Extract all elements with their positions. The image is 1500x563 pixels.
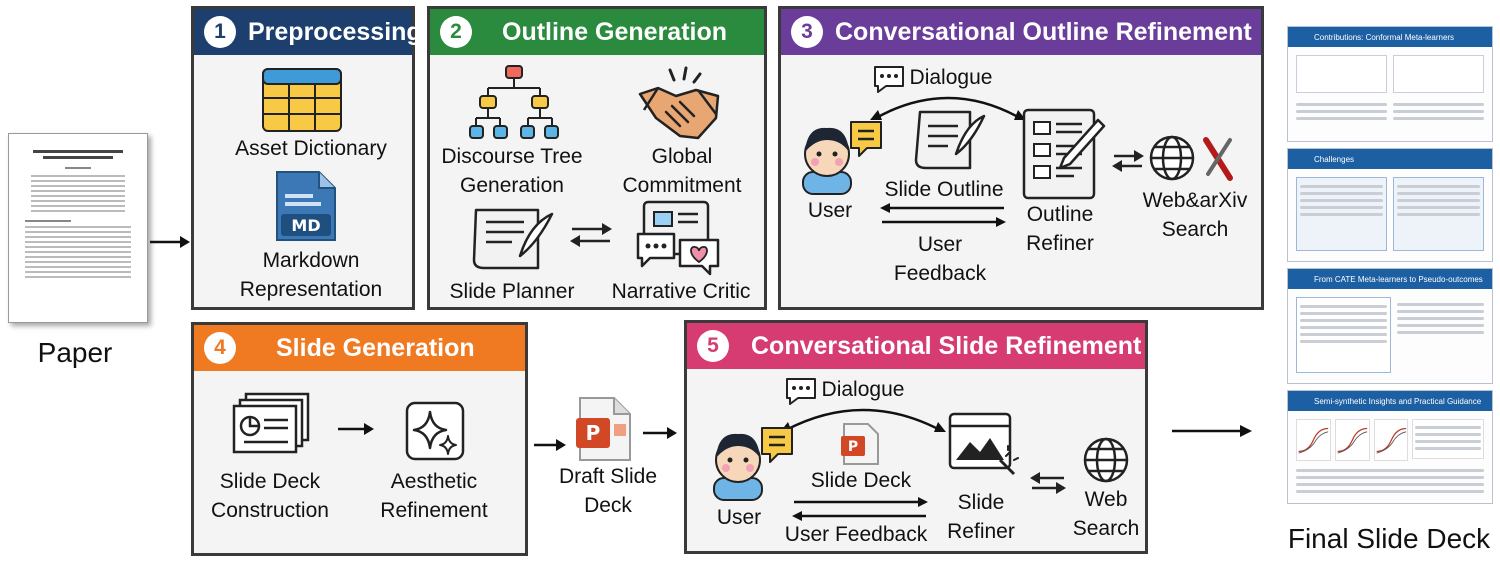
- feedback-arrows: [880, 203, 1006, 227]
- paper-thumbnail: [8, 133, 148, 323]
- slide-deck-label: Slide Deck: [810, 469, 912, 492]
- markdown-file-icon: MD: [276, 171, 336, 241]
- web-arxiv-search-label-line1: Web&arXiv: [1142, 189, 1248, 212]
- slide-title: From CATE Meta-learners to Pseudo-outcom…: [1314, 274, 1483, 284]
- slide-deck-file-icon: P: [841, 423, 879, 465]
- user-label-2: User: [716, 506, 762, 529]
- aesthetic-refinement-label-line1: Aesthetic: [390, 470, 478, 493]
- slide-title: Challenges: [1314, 154, 1355, 164]
- panel-header: 5 Conversational Slide Refinement: [687, 323, 1145, 369]
- step-number: 1: [204, 16, 236, 48]
- global-commitment-label-line1: Global: [651, 145, 713, 168]
- dialogue-bubble-icon-2: [786, 378, 816, 405]
- search-swap-arrows-2: [1030, 472, 1066, 494]
- dialogue-label: Dialogue: [909, 66, 993, 89]
- svg-text:P: P: [848, 439, 858, 455]
- outline-refiner-icon: [1022, 108, 1106, 200]
- paper-label: Paper: [37, 337, 113, 368]
- panel-header: 1 Preprocessing: [194, 9, 422, 55]
- panel-preprocessing: 1 Preprocessing: [191, 6, 422, 310]
- arrow-paper: [150, 236, 190, 248]
- arrow-construction-to-aesthetic: [338, 423, 374, 435]
- user-avatar-icon-2: [713, 427, 793, 501]
- slide-refiner-icon: [948, 412, 1019, 476]
- slide-refiner-label-line2: Refiner: [947, 520, 1015, 543]
- powerpoint-file-icon: P: [576, 397, 631, 461]
- globe-icon: [1149, 135, 1195, 181]
- user-feedback-label-line1: User: [917, 233, 963, 256]
- panel-title: Outline Generation: [502, 17, 728, 46]
- panel-header: 2 Outline Generation: [430, 9, 764, 55]
- discourse-tree-label-line1: Discourse Tree: [441, 145, 583, 168]
- slide-refiner-label-line1: Slide: [957, 491, 1005, 514]
- slide-planner-label: Slide Planner: [449, 280, 575, 303]
- markdown-label-line2: Representation: [239, 278, 383, 301]
- panel-slide-generation: 4 Slide Generation: [191, 322, 528, 556]
- dialogue-bubble-icon: [874, 66, 904, 93]
- web-search-label-line2: Search: [1072, 517, 1140, 540]
- user-feedback-label-line2: Feedback: [893, 262, 987, 285]
- slide-deck-construction-label-line1: Slide Deck: [219, 470, 321, 493]
- panel-conversational-slide-refinement: 5 Conversational Slide Refinement: [684, 320, 1148, 554]
- user-label: User: [807, 199, 853, 222]
- slide-stack-icon: [232, 392, 310, 454]
- critic-chat-icon: [636, 200, 720, 276]
- panel-title: Slide Generation: [276, 333, 475, 362]
- step-number: 2: [440, 16, 472, 48]
- web-search-label-line1: Web: [1084, 488, 1128, 511]
- step-number: 5: [697, 330, 729, 362]
- slide-outline-label: Slide Outline: [884, 178, 1004, 201]
- panel-title: Conversational Outline Refinement: [835, 17, 1252, 46]
- aesthetic-refinement-label-line2: Refinement: [380, 499, 488, 522]
- dialogue-arc-arrow: [870, 96, 1026, 120]
- panel-header: 3 Conversational Outline Refinement: [781, 9, 1261, 55]
- web-arxiv-search-label-line2: Search: [1161, 218, 1229, 241]
- globe-icon-2: [1083, 437, 1129, 483]
- outline-refiner-label-line1: Outline: [1026, 203, 1094, 226]
- markdown-label-line1: Markdown: [262, 249, 360, 272]
- outline-refiner-label-line2: Refiner: [1026, 232, 1094, 255]
- search-swap-arrows: [1112, 150, 1144, 172]
- discourse-tree-label-line2: Generation: [460, 174, 564, 197]
- final-slide-2: Challenges: [1287, 148, 1493, 262]
- scroll-quill-icon: [472, 208, 554, 270]
- panel-title: Preprocessing: [248, 17, 422, 46]
- global-commitment-label-line2: Commitment: [622, 174, 742, 197]
- sparkle-icon: [405, 401, 465, 461]
- panel-header: 4 Slide Generation: [194, 325, 525, 371]
- asset-dictionary-label: Asset Dictionary: [235, 137, 387, 160]
- outline-scroll-icon: [914, 110, 986, 170]
- draft-slide-deck-label-line1: Draft Slide: [558, 465, 658, 488]
- arrow-to-draft: [534, 439, 566, 451]
- feedback-arrows-2: [792, 497, 928, 521]
- final-slide-deck-label: Final Slide Deck: [1287, 523, 1491, 554]
- arxiv-logo-icon: [1203, 137, 1233, 181]
- step-number: 3: [791, 16, 823, 48]
- user-feedback-label-2: User Feedback: [784, 523, 928, 546]
- handshake-icon: [638, 66, 720, 140]
- table-icon: [262, 68, 342, 132]
- final-slide-3: From CATE Meta-learners to Pseudo-outcom…: [1287, 268, 1493, 384]
- panel-conversational-outline-refinement: 3 Conversational Outline Refinement: [778, 6, 1264, 310]
- step-number: 4: [204, 332, 236, 364]
- tree-icon: [469, 65, 559, 139]
- svg-text:MD: MD: [291, 216, 320, 235]
- narrative-critic-label: Narrative Critic: [611, 280, 751, 303]
- dialogue-label-2: Dialogue: [821, 378, 905, 401]
- user-avatar-icon: [802, 121, 882, 195]
- arrow-draft-to-refinement: [643, 427, 677, 439]
- draft-slide-deck-label-line2: Deck: [584, 494, 632, 517]
- slide-deck-construction-label-line2: Construction: [211, 499, 329, 522]
- svg-text:P: P: [586, 421, 601, 445]
- final-slide-4: Semi-synthetic Insights and Practical Gu…: [1287, 390, 1493, 504]
- slide-title: Semi-synthetic Insights and Practical Gu…: [1314, 396, 1482, 406]
- final-slide-1: Contributions: Conformal Meta-learners: [1287, 26, 1493, 142]
- swap-arrows-icon: [570, 223, 612, 247]
- arrow-to-final: [1172, 425, 1252, 437]
- slide-title: Contributions: Conformal Meta-learners: [1314, 32, 1455, 42]
- panel-title: Conversational Slide Refinement: [751, 331, 1142, 360]
